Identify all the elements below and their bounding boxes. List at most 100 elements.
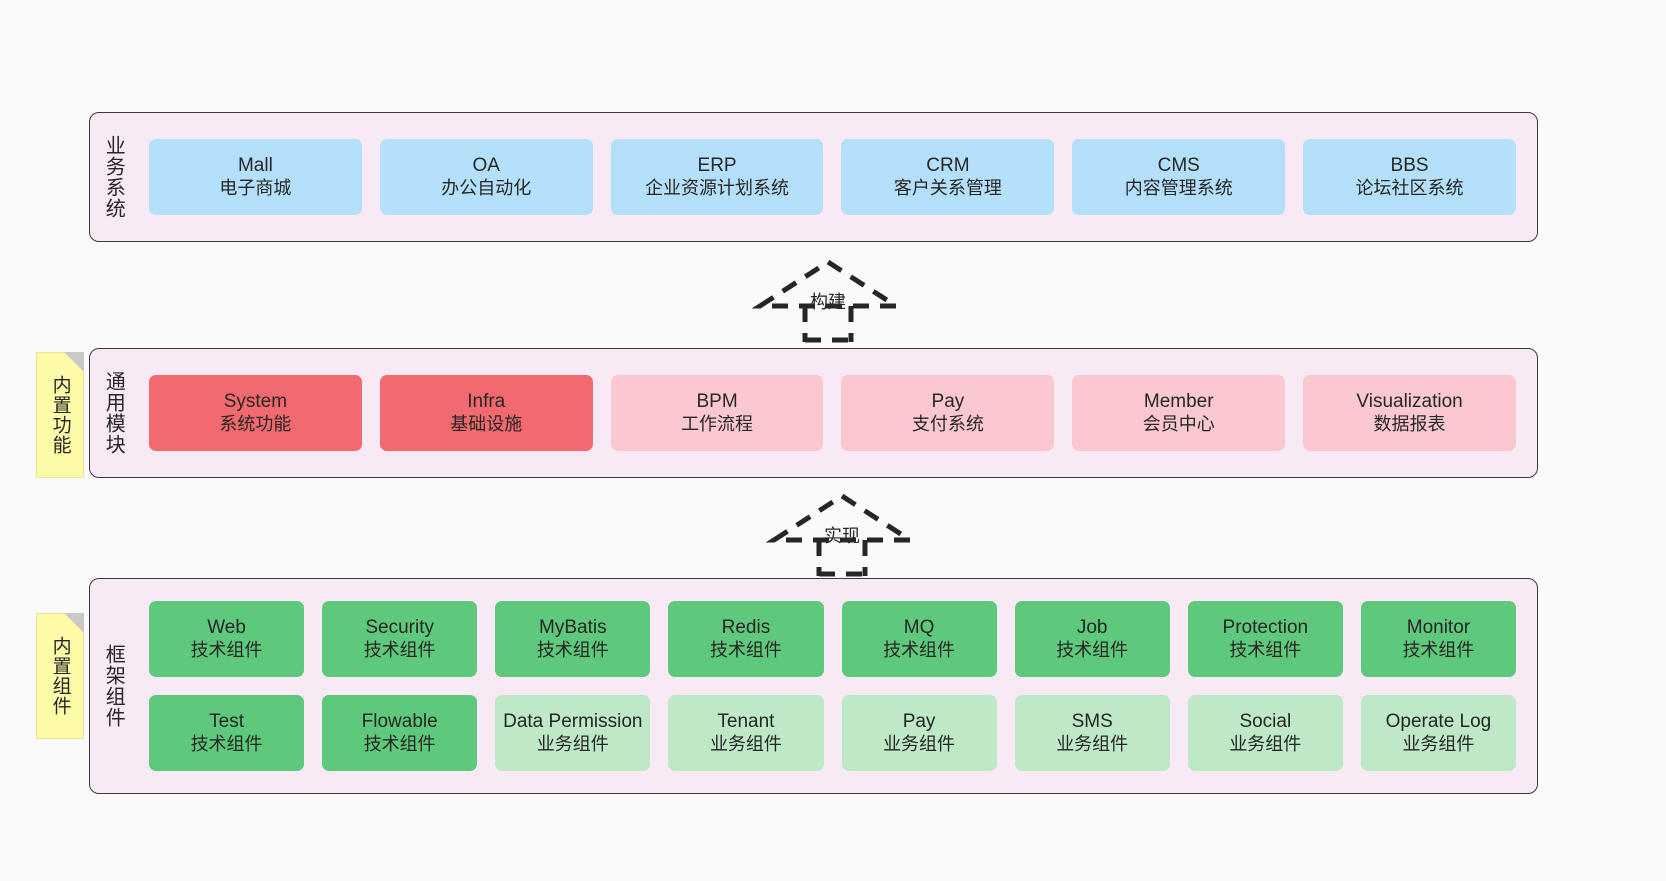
card-test[interactable]: Test 技术组件	[149, 695, 305, 771]
note-text: 内置功能	[49, 375, 71, 455]
card-title: Social	[1239, 710, 1292, 732]
card-title: System	[223, 390, 288, 412]
card-protection[interactable]: Protection 技术组件	[1187, 601, 1343, 677]
card-monitor[interactable]: Monitor 技术组件	[1360, 601, 1516, 677]
card-title: Web	[207, 616, 246, 638]
card-member[interactable]: Member 会员中心	[1072, 375, 1286, 451]
card-subtitle: 论坛社区系统	[1355, 177, 1464, 198]
card-subtitle: 业务组件	[1056, 733, 1129, 754]
connector-build-label: 构建	[810, 292, 846, 312]
card-subtitle: 技术组件	[363, 733, 436, 754]
uml-stem	[802, 306, 854, 342]
connector-realize	[765, 492, 919, 577]
card-bbs[interactable]: BBS 论坛社区系统	[1303, 139, 1516, 215]
card-security[interactable]: Security 技术组件	[322, 601, 478, 677]
card-title: Test	[209, 710, 244, 732]
card-subtitle: 业务组件	[1402, 733, 1475, 754]
layer-business-system: 业务系统 Mall 电子商城 OA 办公自动化 ERP 企业资源计划系统 CRM…	[89, 112, 1538, 242]
card-subtitle: 工作流程	[681, 413, 754, 434]
card-subtitle: 技术组件	[363, 639, 436, 660]
card-title: Operate Log	[1385, 710, 1492, 732]
uml-triangle-head	[751, 259, 905, 309]
note-builtin-function: 内置功能	[36, 352, 84, 478]
card-mybatis[interactable]: MyBatis 技术组件	[495, 601, 651, 677]
card-pay[interactable]: Pay 支付系统	[841, 375, 1055, 451]
card-crm[interactable]: CRM 客户关系管理	[841, 139, 1055, 215]
card-subtitle: 技术组件	[1402, 639, 1475, 660]
card-subtitle: 技术组件	[190, 639, 263, 660]
card-title: OA	[472, 154, 500, 176]
card-subtitle: 客户关系管理	[893, 177, 1002, 198]
card-title: Data Permission	[503, 710, 643, 732]
card-title: SMS	[1071, 710, 1113, 732]
card-title: Pay	[902, 710, 936, 732]
card-cms[interactable]: CMS 内容管理系统	[1072, 139, 1286, 215]
card-subtitle: 技术组件	[1056, 639, 1129, 660]
card-subtitle: 数据报表	[1373, 413, 1446, 434]
card-data-permission[interactable]: Data Permission 业务组件	[495, 695, 651, 771]
card-subtitle: 办公自动化	[441, 177, 532, 198]
uml-triangle-head	[765, 493, 919, 543]
layer-common-module: 通用模块 System 系统功能 Infra 基础设施 BPM 工作流程 Pay…	[89, 348, 1538, 478]
card-title: ERP	[697, 154, 737, 176]
card-title: Security	[365, 616, 434, 638]
card-subtitle: 业务组件	[536, 733, 609, 754]
card-title: MQ	[903, 616, 935, 638]
card-job[interactable]: Job 技术组件	[1014, 601, 1170, 677]
card-subtitle: 技术组件	[883, 639, 956, 660]
card-operate-log[interactable]: Operate Log 业务组件	[1360, 695, 1516, 771]
card-title: MyBatis	[539, 616, 607, 638]
card-mq[interactable]: MQ 技术组件	[841, 601, 997, 677]
card-title: Infra	[467, 390, 506, 412]
card-pay-business[interactable]: Pay 业务组件	[841, 695, 997, 771]
card-subtitle: 企业资源计划系统	[645, 177, 790, 198]
card-subtitle: 技术组件	[536, 639, 609, 660]
card-flowable[interactable]: Flowable 技术组件	[322, 695, 478, 771]
note-text: 内置组件	[49, 636, 71, 716]
layer-title-common-module: 通用模块	[102, 371, 125, 455]
card-subtitle: 支付系统	[911, 413, 984, 434]
card-title: Flowable	[361, 710, 438, 732]
card-redis[interactable]: Redis 技术组件	[668, 601, 824, 677]
card-title: Member	[1143, 390, 1214, 412]
card-subtitle: 技术组件	[1229, 639, 1302, 660]
card-subtitle: 系统功能	[219, 413, 292, 434]
card-subtitle: 电子商城	[219, 177, 292, 198]
card-oa[interactable]: OA 办公自动化	[379, 139, 593, 215]
framework-row-business: Test 技术组件 Flowable 技术组件 Data Permission …	[140, 695, 1525, 771]
card-erp[interactable]: ERP 企业资源计划系统	[610, 139, 824, 215]
card-title: CRM	[926, 154, 970, 176]
card-subtitle: 业务组件	[883, 733, 956, 754]
card-title: Protection	[1222, 616, 1309, 638]
card-bpm[interactable]: BPM 工作流程	[610, 375, 824, 451]
card-subtitle: 业务组件	[709, 733, 782, 754]
card-subtitle: 内容管理系统	[1124, 177, 1233, 198]
card-visualization[interactable]: Visualization 数据报表	[1303, 375, 1516, 451]
card-sms[interactable]: SMS 业务组件	[1014, 695, 1170, 771]
card-title: Visualization	[1356, 390, 1463, 412]
card-subtitle: 业务组件	[1229, 733, 1302, 754]
connector-realize-label: 实现	[824, 526, 860, 546]
card-tenant[interactable]: Tenant 业务组件	[668, 695, 824, 771]
card-subtitle: 技术组件	[709, 639, 782, 660]
card-social[interactable]: Social 业务组件	[1187, 695, 1343, 771]
card-system[interactable]: System 系统功能	[149, 375, 362, 451]
card-title: Job	[1076, 616, 1108, 638]
layer-title-framework-component: 框架组件	[102, 644, 125, 728]
layer-framework-component: 框架组件 Web 技术组件 Security 技术组件 MyBatis 技术组件…	[89, 578, 1538, 794]
layer-body-framework-component: Web 技术组件 Security 技术组件 MyBatis 技术组件 Redi…	[136, 579, 1537, 793]
card-title: Redis	[721, 616, 771, 638]
card-mall[interactable]: Mall 电子商城	[149, 139, 362, 215]
card-title: BPM	[696, 390, 738, 412]
card-title: Tenant	[717, 710, 775, 732]
card-web[interactable]: Web 技术组件	[149, 601, 305, 677]
card-title: Pay	[931, 390, 965, 412]
layer-title-business-system: 业务系统	[102, 135, 125, 219]
card-title: Mall	[237, 154, 273, 176]
card-title: Monitor	[1406, 616, 1471, 638]
card-infra[interactable]: Infra 基础设施	[379, 375, 593, 451]
layer-body-common-module: System 系统功能 Infra 基础设施 BPM 工作流程 Pay 支付系统…	[136, 349, 1537, 477]
card-subtitle: 会员中心	[1142, 413, 1215, 434]
connector-build	[751, 258, 905, 343]
